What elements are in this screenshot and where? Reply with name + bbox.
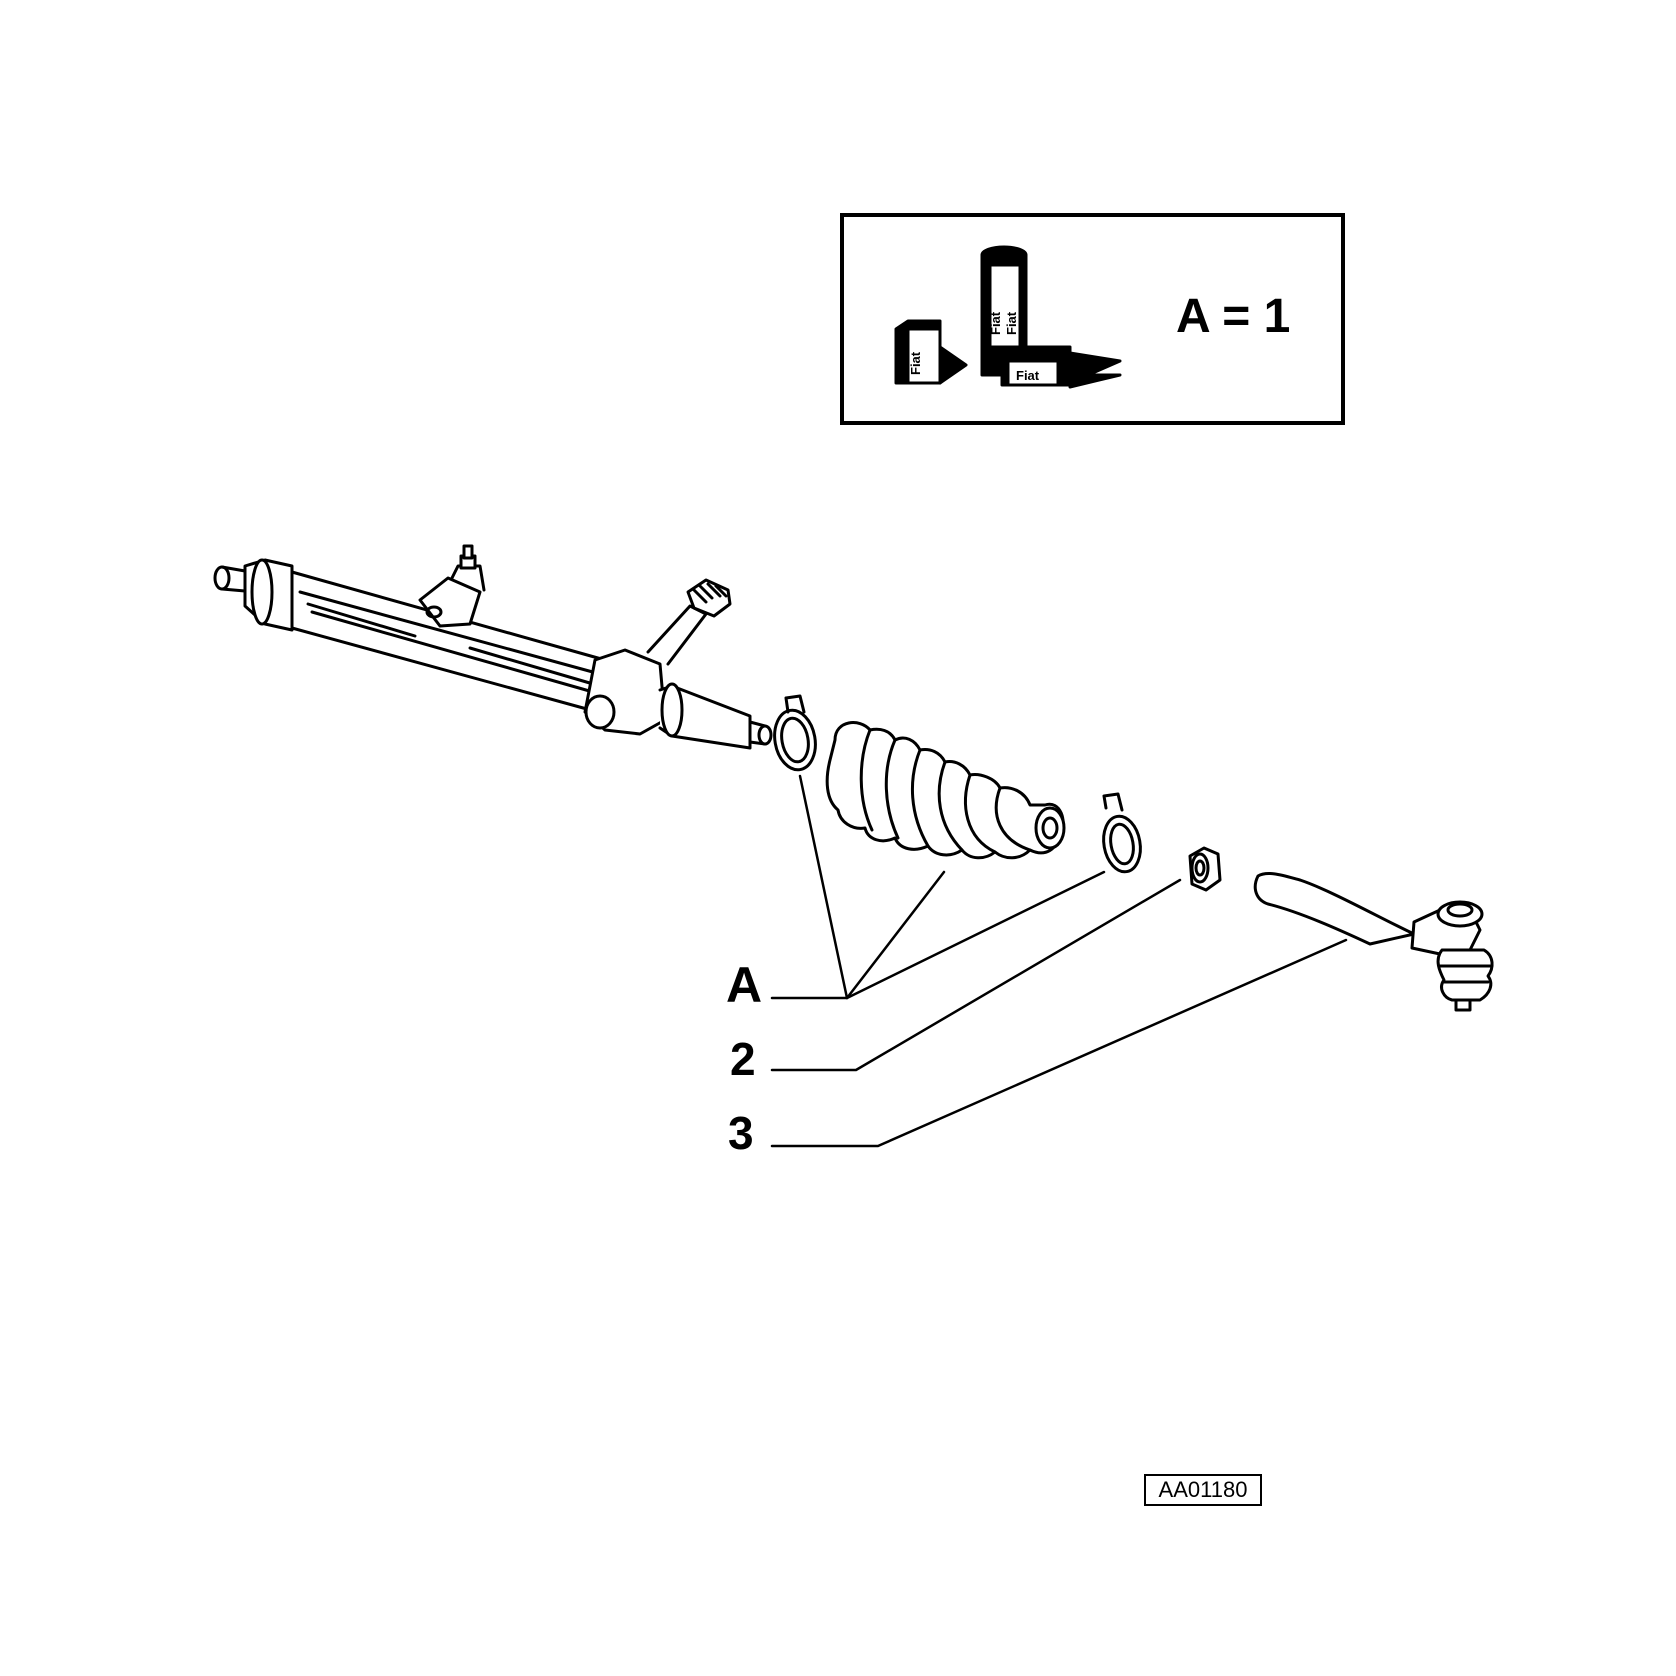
leader-2 [770,878,1182,1072]
drawing-reference-code: AA01180 [1144,1474,1262,1506]
rubber-bellows-boot [825,721,1066,860]
fiat-logo-left: Fiat [908,351,923,375]
boot-clamp-outer [1102,792,1142,874]
leader-lines [770,774,1348,1148]
fiat-logo-cylinder-1: Fiat [988,311,1003,335]
fiat-kit-icon: Fiat Fiat Fiat Fiat [894,245,1122,389]
tie-rod-end [1253,872,1494,1012]
boot-clamp-inner [773,694,817,772]
fiat-logo-right: Fiat [1016,368,1040,383]
leader-3 [770,938,1348,1148]
callout-label-2: 2 [730,1033,756,1085]
leader-A-clamp [845,870,1106,1000]
callout-label-3: 3 [728,1107,754,1159]
tie-rod-nut [1188,846,1222,892]
kit-legend-box: Fiat Fiat Fiat Fiat A = 1 [840,213,1345,425]
callout-label-A: A [726,957,763,1013]
steering-rack-housing [213,544,773,750]
kit-quantity-formula: A = 1 [1176,290,1291,343]
leader-A-boot [845,870,946,1000]
fiat-logo-cylinder-2: Fiat [1004,311,1019,335]
